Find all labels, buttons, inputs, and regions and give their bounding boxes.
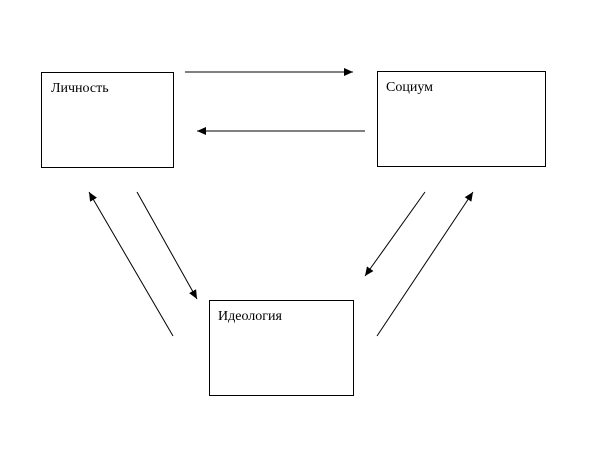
arrow-personality-to-ideology (136, 191, 198, 300)
node-ideology-label: Идеология (218, 309, 282, 324)
arrow-ideology-to-personality (88, 191, 174, 337)
node-society-box (377, 71, 546, 167)
arrow-ideology-to-society (376, 191, 474, 337)
node-ideology: Идеология (209, 300, 354, 396)
node-personality: Личность (41, 72, 174, 168)
node-society-label: Социум (386, 80, 433, 95)
node-personality-label: Личность (51, 81, 109, 96)
node-society: Социум (377, 71, 546, 167)
arrow-society-to-ideology (364, 191, 426, 277)
node-personality-box (41, 72, 174, 168)
node-ideology-box (209, 300, 354, 396)
